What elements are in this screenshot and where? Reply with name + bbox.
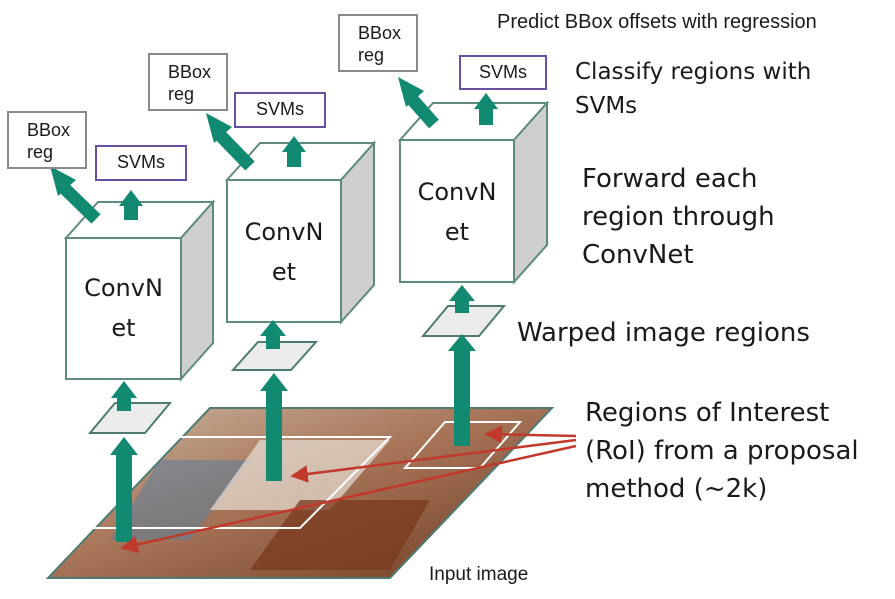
warped-region-2 [230, 341, 319, 371]
warped-region-1 [87, 402, 173, 434]
roi-pointer-1 [290, 438, 577, 483]
svm-box-1: SVMs [95, 145, 187, 181]
forward-arrows [110, 93, 498, 542]
arrow-convnet-to-bbox-2 [206, 113, 255, 171]
roi-pointers [120, 425, 577, 554]
convnet-label-3: ConvN et [417, 178, 497, 246]
classify-svm-annotation: Classify regions with SVMs [575, 59, 812, 119]
predict-bbox-annotation: Predict BBox offsets with regression [497, 11, 817, 33]
arrow-input-to-warped-2 [260, 373, 288, 481]
arrow-warped-to-convnet-1 [111, 381, 137, 411]
input-image-label: Input image [429, 564, 529, 585]
svm-box-3: SVMs [459, 55, 547, 90]
convnet-label-1: ConvN et [84, 274, 163, 342]
arrow-convnet-to-bbox-3 [398, 77, 439, 129]
bbox-reg-box-1: BBox reg [7, 111, 87, 169]
arrow-convnet-to-bbox-1 [50, 166, 101, 224]
arrow-warped-to-convnet-2 [260, 320, 286, 349]
arrow-convnet-to-svm-2 [282, 136, 306, 167]
warped-region-3 [420, 305, 507, 337]
convnet-box-1 [63, 199, 216, 382]
warped-regions-annotation: Warped image regions [517, 318, 810, 348]
arrow-warped-to-convnet-3 [449, 285, 475, 313]
roi-pointer-3 [484, 425, 577, 444]
bbox-reg-box-2: BBox reg [148, 53, 228, 111]
arrow-convnet-to-svm-1 [119, 190, 143, 220]
convnet-label-2: ConvN et [244, 218, 324, 286]
forward-convnet-annotation: Forward each region through ConvNet [582, 164, 775, 270]
arrow-input-to-warped-1 [110, 437, 138, 542]
arrow-input-to-warped-3 [448, 334, 476, 446]
roi-pointer-2 [120, 444, 577, 554]
bbox-reg-box-3: BBox reg [338, 14, 418, 72]
bbox-arrows [50, 77, 439, 224]
svm-box-2: SVMs [234, 92, 326, 128]
arrow-convnet-to-svm-3 [474, 93, 498, 125]
roi-annotation: Regions of Interest (RoI) from a proposa… [585, 398, 859, 504]
